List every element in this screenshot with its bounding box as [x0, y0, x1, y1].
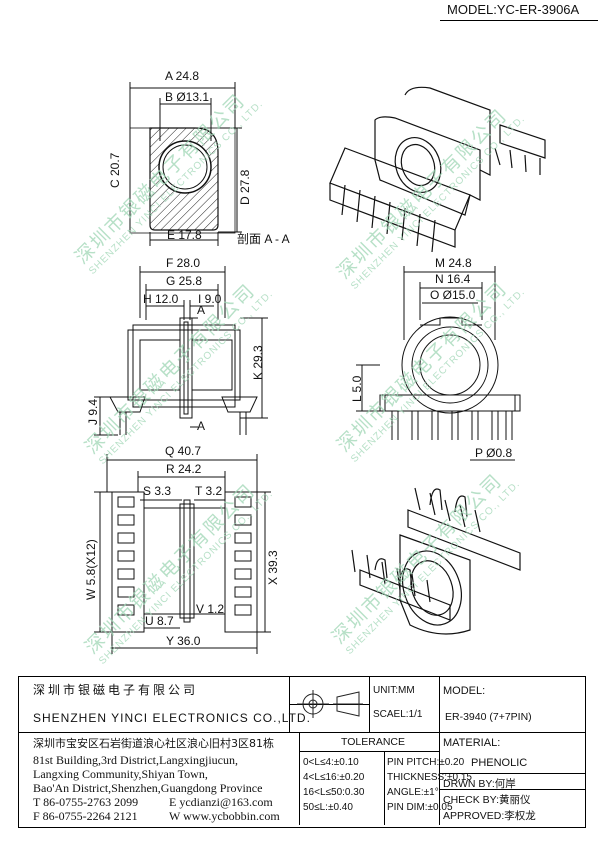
dim-w: W 5.8(X12) [84, 539, 98, 600]
dim-f: F 28.0 [166, 256, 201, 270]
section-view [129, 82, 242, 246]
spec-item: ANGLE:±1° [387, 787, 439, 798]
checked-by: CHECK BY:黄丽仪 [443, 794, 531, 806]
material-value: PHENOLIC [471, 757, 528, 769]
isometric-bottom [351, 487, 521, 635]
dim-q: Q 40.7 [165, 444, 202, 458]
dim-c: C 20.7 [108, 152, 122, 188]
dim-y: Y 36.0 [166, 634, 201, 648]
tolerance-item: 50≤L:±0.40 [303, 802, 353, 813]
side-view [356, 266, 521, 461]
technical-drawing [94, 82, 546, 654]
model-underline [440, 20, 598, 21]
dim-t: T 3.2 [195, 484, 223, 498]
tolerance-item: 16<L≤50:0.30 [303, 787, 365, 798]
arrow-a-top: A [197, 303, 206, 317]
bottom-pins [117, 496, 252, 616]
model-value: ER-3940 (7+7PIN) [445, 711, 532, 723]
dim-n: N 16.4 [435, 272, 471, 286]
dim-h: H 12.0 [143, 292, 179, 306]
company-name-en: SHENZHEN YINCI ELECTRONICS CO.,LTD. [33, 711, 311, 725]
bottom-view [94, 454, 271, 654]
unit: UNIT:MM [373, 685, 415, 696]
arrow-a-bottom: A [197, 419, 206, 433]
spec-item: THICKNESS:±0.15 [387, 772, 472, 783]
tolerance-title: TOLERANCE [341, 736, 405, 748]
drawn-by: DRWN BY:何岸 [443, 778, 516, 790]
fax: F 86-0755-2264 2121 [33, 809, 138, 823]
email: E ycdianzi@163.com [169, 795, 273, 809]
section-label: 剖面 A - A [237, 232, 290, 246]
front-view [94, 266, 268, 436]
dim-e: E 17.8 [167, 228, 202, 242]
telephone: T 86-0755-2763 2099 [33, 795, 139, 809]
dim-o: O Ø15.0 [430, 288, 476, 302]
dim-x: X 39.3 [266, 550, 280, 585]
title-block: 深圳市银磁电子有限公司 SHENZHEN YINCI ELECTRONICS C… [18, 676, 586, 828]
dim-s: S 3.3 [143, 484, 172, 498]
dim-b: B Ø13.1 [165, 90, 210, 104]
dim-p: P Ø0.8 [475, 446, 513, 460]
dim-m: M 24.8 [435, 256, 472, 270]
dim-u: U 8.7 [145, 614, 174, 628]
website: W www.ycbobbin.com [169, 809, 280, 823]
side-pins [391, 411, 513, 440]
spec-list: PIN PITCH:±0.20 THICKNESS:±0.15 ANGLE:±1… [387, 755, 472, 815]
tolerance-list: 0<L≤4:±0.10 4<L≤16:±0.20 16<L≤50:0.30 50… [303, 755, 364, 815]
address-en-1: 81st Building,3rd District,Langxingjiucu… [33, 753, 238, 767]
spec-item: PIN PITCH:±0.20 [387, 757, 465, 768]
dim-r: R 24.2 [166, 462, 202, 476]
dim-k: K 29.3 [251, 345, 265, 380]
isometric-top [329, 86, 546, 253]
tolerance-item: 4<L≤16:±0.20 [303, 772, 365, 783]
model-label: MODEL: [443, 685, 486, 697]
dim-v: V 1.2 [196, 602, 225, 616]
projection-symbol [297, 690, 363, 718]
model-number: MODEL:YC-ER-3906A [447, 2, 580, 17]
dim-l: L 5.0 [350, 375, 364, 402]
dim-d: D 27.8 [238, 169, 252, 205]
scale: SCAEL:1/1 [373, 709, 423, 720]
company-name-zh: 深圳市银磁电子有限公司 [33, 683, 199, 697]
address-en-3: Bao'An District,Shenzhen,Guangdong Provi… [33, 781, 263, 795]
tolerance-item: 0<L≤4:±0.10 [303, 757, 359, 768]
address-zh: 深圳市宝安区石岩街道浪心社区浪心旧村3区81栋 [33, 737, 274, 750]
material-label: MATERIAL: [443, 737, 501, 749]
dim-a: A 24.8 [165, 69, 200, 83]
dim-i: I 9.0 [198, 292, 222, 306]
address-en-2: Langxing Community,Shiyan Town, [33, 767, 208, 781]
dim-g: G 25.8 [166, 274, 203, 288]
approved-by: APPROVED:李权龙 [443, 810, 536, 822]
spec-item: PIN DIM:±0.05 [387, 802, 453, 813]
